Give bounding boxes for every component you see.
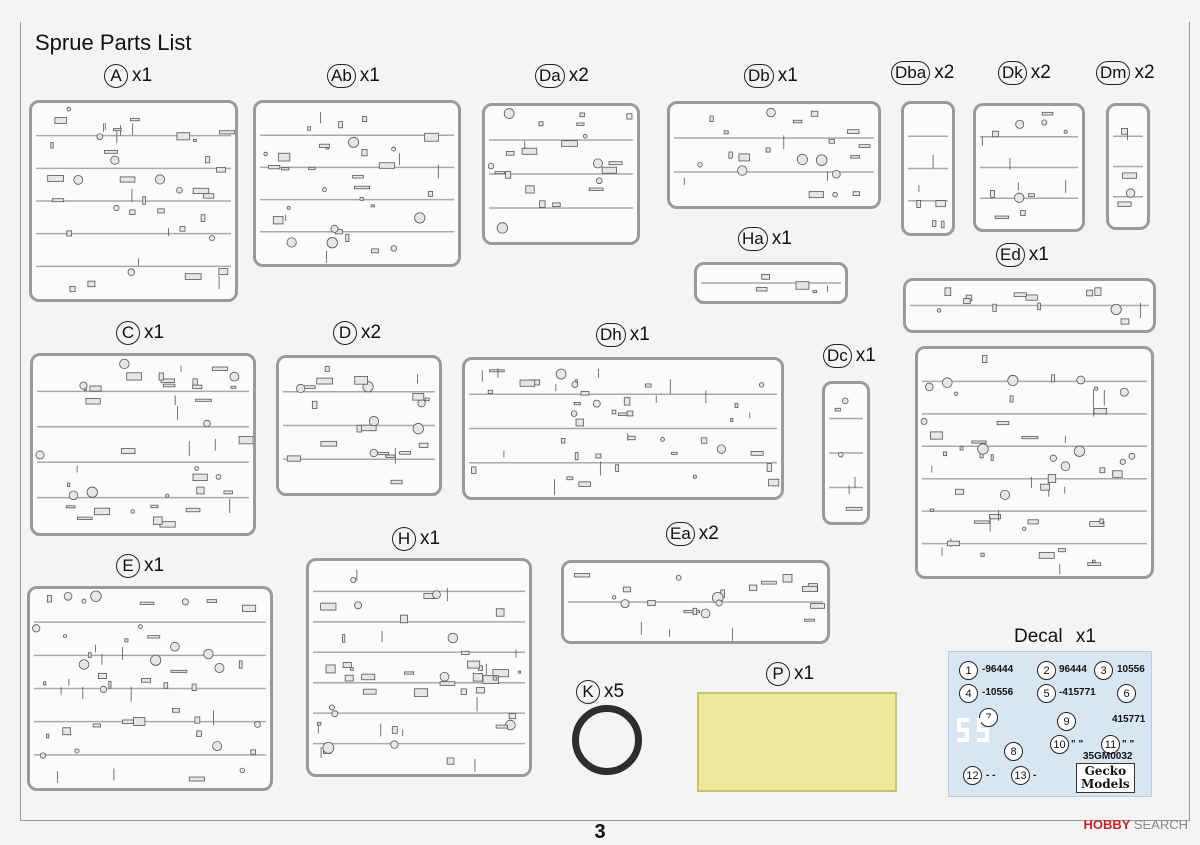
decal-number: 7: [979, 708, 998, 727]
sprue-a: [29, 100, 238, 302]
sprue-c: [30, 353, 256, 536]
sprue-parts-drawing: [920, 354, 1147, 575]
watermark: HOBBY SEARCH: [1083, 817, 1188, 832]
decal-text: 415771: [1112, 714, 1146, 725]
decal-number: 2: [1037, 661, 1056, 680]
sprue-parts-drawing: [568, 573, 825, 641]
sprue-parts-drawing: [1113, 127, 1143, 207]
sprue-parts-drawing: [35, 358, 253, 528]
sprue-hb: [915, 346, 1154, 579]
sprue-parts-drawing: [36, 106, 235, 293]
sprue-parts-drawing: [701, 274, 841, 293]
sprue-parts-drawing: [260, 112, 454, 263]
sprue-parts-drawing: [910, 287, 1149, 325]
decal-number: 13: [1011, 766, 1030, 785]
sprue-h: [306, 558, 532, 777]
page-title: Sprue Parts List: [35, 30, 192, 55]
sprue-da: [482, 103, 640, 245]
page-frame: [20, 22, 1190, 821]
decal-number: 8: [1004, 742, 1023, 761]
decal-number: 6: [1117, 684, 1136, 703]
decal-number: 1: [959, 661, 978, 680]
sprue-parts-drawing: [283, 365, 435, 485]
sprue-ha: [694, 262, 848, 304]
sprue-dm: [1106, 103, 1150, 230]
sprue-ed: [903, 278, 1156, 333]
sprue-dk: [973, 103, 1085, 232]
sprue-dba: [901, 101, 955, 236]
sprue-p-photo-etch: [697, 692, 897, 792]
label-decal: Decal x1: [1014, 626, 1096, 647]
decal-text: 96444: [1059, 664, 1087, 675]
decal-number: 4: [959, 684, 978, 703]
decal-text: - -: [986, 770, 996, 781]
decal-white-marks: [957, 718, 989, 742]
decal-number: 5: [1037, 684, 1056, 703]
page-number: 3: [594, 821, 606, 843]
decal-number: 10: [1050, 735, 1069, 754]
sprue-parts-drawing: [469, 368, 780, 496]
sprue-dh: [462, 357, 784, 500]
sprue-parts-drawing: [829, 397, 863, 511]
sprue-parts-drawing: [908, 135, 948, 229]
sprue-parts-drawing: [487, 108, 633, 234]
decal-number: 12: [963, 766, 982, 785]
decal-text: " ": [1122, 739, 1135, 750]
decal-text: -10556: [982, 687, 1014, 698]
decal-text: -: [1033, 770, 1037, 781]
sprue-ea: [561, 560, 830, 644]
decal-text: " ": [1071, 739, 1084, 750]
decal-text: -415771: [1059, 687, 1096, 698]
decal-text: 10556: [1117, 664, 1145, 675]
sprue-parts-drawing: [313, 569, 525, 772]
decal-number: 9: [1057, 712, 1076, 731]
decal-number: 11: [1101, 735, 1120, 754]
decal-text: -96444: [982, 664, 1014, 675]
sprue-d: [276, 355, 442, 496]
sprue-parts-drawing: [32, 590, 266, 783]
sprue-ab: [253, 100, 461, 267]
sprue-parts-drawing: [674, 107, 874, 199]
decal-code: 35GM0032: [1083, 751, 1133, 762]
decal-number: 3: [1094, 661, 1113, 680]
sprue-e: [27, 586, 273, 791]
sprue-dc: [822, 381, 870, 525]
sprue-k-ring: [572, 705, 642, 775]
sprue-parts-drawing: [980, 111, 1078, 219]
sprue-db: [667, 101, 881, 209]
